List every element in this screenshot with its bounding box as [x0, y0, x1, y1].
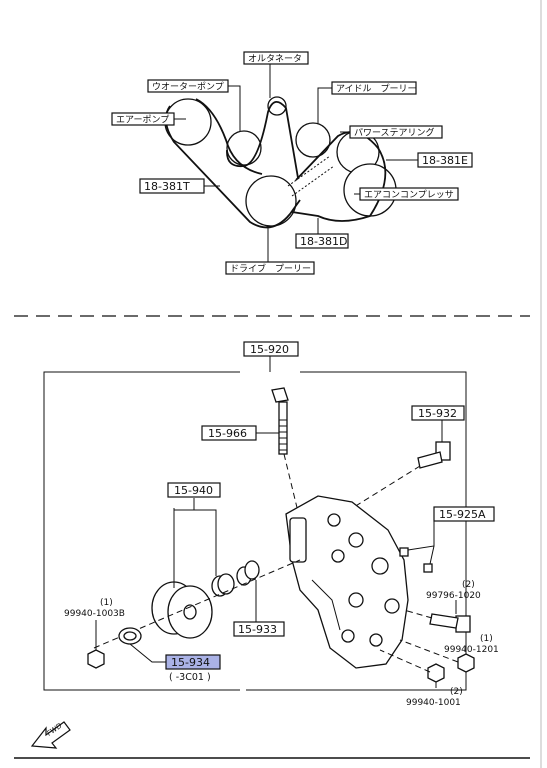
dowel-pin-1 — [399, 547, 409, 557]
label-ac-compressor: エアコンコンプレッサ — [364, 190, 454, 201]
qty-99940-1201: (1) — [480, 634, 493, 644]
label-15-940: 15-940 — [174, 484, 213, 497]
bracket-hole-7 — [341, 629, 355, 643]
label-99940-1201: 99940-1201 — [444, 645, 499, 655]
tensioner-bracket — [285, 495, 409, 669]
fwd-arrow-icon — [30, 721, 71, 749]
idle-pulley — [295, 122, 331, 158]
bolt-15-932 — [417, 441, 451, 469]
label-belt-t: 18-381T — [144, 180, 190, 193]
bearing-washer-2 — [217, 573, 235, 595]
bracket-slot — [289, 517, 307, 563]
assembly-frame-right — [246, 371, 467, 691]
idler-pulley — [151, 581, 213, 639]
tensioner-assembly-diagram: 15-920 15-966 15-932 15-940 15-925A 15-9… — [43, 341, 499, 708]
qty-99940-1001: (2) — [450, 687, 463, 697]
fwd-arrow: FWD — [30, 721, 71, 749]
leader-15-940-b — [174, 509, 217, 576]
label-box-belt-d — [295, 233, 349, 249]
axis-long-bolt — [283, 453, 301, 521]
dust-seal-inner — [123, 631, 137, 641]
label-box-15-920 — [243, 341, 299, 357]
label-15-934-suffix: ( -3C01 ) — [169, 672, 211, 683]
label-box-idle-pulley — [331, 81, 417, 95]
label-idle-pulley: アイドル プーリー — [336, 84, 417, 95]
drive-pulley — [245, 175, 297, 227]
label-box-15-934-highlighted — [165, 654, 221, 670]
belt-d-dotted-2 — [291, 165, 335, 197]
label-air-pump: エアーポンプ — [116, 115, 169, 126]
bracket-rib — [311, 579, 341, 631]
label-box-power-steering — [349, 125, 443, 139]
label-box-ac-compressor — [359, 187, 459, 201]
label-99940-1001: 99940-1001 — [406, 698, 461, 708]
long-bolt — [271, 387, 289, 455]
label-belt-e: 18-381E — [422, 154, 468, 167]
label-power-steering: パワーステアリング — [354, 127, 435, 139]
bracket-body — [285, 495, 409, 669]
bolt-15-932-shank — [417, 451, 443, 469]
axis-bolt-15-932 — [345, 465, 421, 513]
label-drive-pulley: ドライブ プーリー — [230, 263, 311, 275]
qty-99796-1020: (2) — [462, 580, 475, 590]
label-15-934: 15-934 — [171, 656, 210, 669]
bracket-hole-4 — [371, 557, 389, 575]
belt-alternator-path — [226, 101, 299, 179]
label-box-air-pump — [111, 112, 175, 126]
label-alternator: オルタネータ — [248, 54, 302, 65]
long-bolt-head — [271, 387, 289, 403]
label-box-alternator — [243, 51, 309, 65]
label-box-15-932 — [411, 405, 465, 421]
belt-routing-diagram: オルタネータ ウオーターポンプ アイドル プーリー エアーポンプ パワーステアリ… — [111, 51, 473, 275]
label-box-15-966 — [201, 425, 257, 441]
bracket-hole-6 — [384, 598, 400, 614]
dowel-pin-2 — [423, 563, 433, 573]
leader-water-pump — [228, 85, 241, 132]
long-bolt-threads — [279, 419, 287, 451]
label-99940-1003b: 99940-1003B — [64, 609, 125, 619]
nut-99940-1201 — [457, 653, 475, 673]
assembly-frame-left — [43, 371, 240, 691]
label-15-966: 15-966 — [208, 427, 247, 440]
bolt-99796-1020 — [429, 613, 471, 633]
label-box-15-940 — [167, 482, 221, 498]
belt-d-dotted — [287, 155, 331, 187]
leader-idle-pulley — [317, 87, 332, 124]
axis-pulley-stack — [93, 559, 301, 649]
label-15-932: 15-932 — [418, 407, 457, 420]
belt-t-upper — [195, 98, 263, 175]
leader-15-925a-2 — [429, 545, 435, 565]
water-pump-pulley — [226, 130, 262, 166]
alternator-pulley — [267, 96, 287, 116]
leader-15-934 — [129, 643, 166, 663]
label-box-water-pump — [147, 79, 229, 93]
qty-99940-1003b: (1) — [100, 598, 113, 608]
nut-99940-1003b — [87, 649, 105, 669]
label-water-pump: ウオーターポンプ — [152, 82, 224, 93]
leader-15-925a-1 — [407, 514, 435, 551]
nut-99940-1001 — [427, 663, 445, 683]
bolt-99796-shank — [429, 613, 459, 629]
axis-bolt-99796 — [403, 609, 433, 619]
bracket-hole-3 — [331, 549, 345, 563]
bracket-hole-2 — [348, 532, 364, 548]
label-box-belt-e — [417, 152, 473, 168]
label-belt-d: 18-381D — [300, 235, 347, 248]
label-box-drive-pulley — [225, 261, 315, 275]
axis-nut-1201 — [399, 639, 459, 663]
bracket-hole-1 — [327, 513, 341, 527]
label-15-920: 15-920 — [250, 343, 289, 356]
label-box-15-933 — [233, 621, 285, 637]
label-15-925a: 15-925A — [439, 508, 486, 521]
spacer-15-933 — [244, 560, 260, 580]
bracket-hole-5 — [348, 592, 364, 608]
label-box-15-925a — [433, 506, 495, 522]
long-bolt-shank — [278, 401, 288, 455]
label-box-belt-t — [139, 178, 205, 194]
axis-nut-1001 — [379, 649, 431, 673]
bracket-hole-8 — [369, 633, 383, 647]
label-15-933: 15-933 — [238, 623, 277, 636]
label-99796-1020: 99796-1020 — [426, 591, 481, 601]
